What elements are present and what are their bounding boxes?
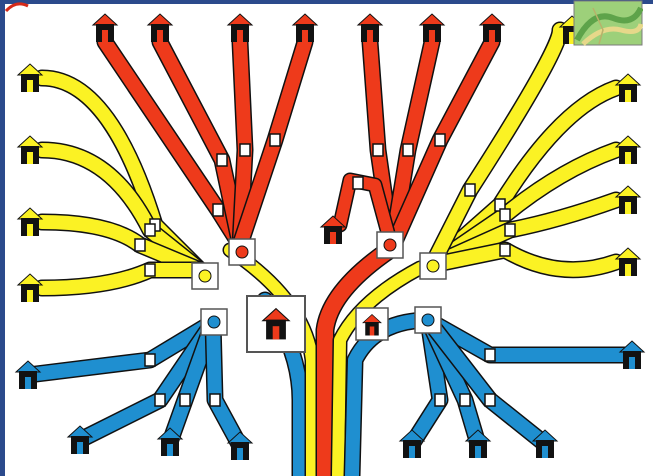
house-icon — [148, 14, 172, 42]
meter-box-icon — [217, 154, 227, 166]
meter-box-icon — [145, 354, 155, 366]
meter-box-icon — [435, 394, 445, 406]
junction-box-icon — [229, 239, 255, 265]
house-icon — [18, 208, 42, 236]
house-icon — [616, 248, 640, 276]
meter-box-icon — [500, 209, 510, 221]
junction-box-icon — [377, 232, 403, 258]
meter-box-icon — [460, 394, 470, 406]
meter-box-icon — [213, 204, 223, 216]
meter-box-icon — [435, 134, 445, 146]
meter-box-icon — [155, 394, 165, 406]
junction-box-icon — [201, 309, 227, 335]
house-icon — [18, 274, 42, 302]
meter-box-icon — [210, 394, 220, 406]
house-icon — [93, 14, 117, 42]
pipe-blue — [213, 322, 240, 446]
pipe-yellow — [42, 270, 200, 288]
house-icon — [620, 341, 644, 369]
meter-box-icon — [485, 349, 495, 361]
junction-box-icon — [192, 263, 218, 289]
house-icon — [420, 14, 444, 42]
map-thumbnail — [573, 0, 643, 46]
meter-box-icon — [373, 144, 383, 156]
meter-box-icon — [145, 264, 155, 276]
meter-box-icon — [500, 244, 510, 256]
meter-box-icon — [270, 134, 280, 146]
meter-box-icon — [353, 177, 363, 189]
meter-box-icon — [465, 184, 475, 196]
meter-box-icon — [505, 224, 515, 236]
meter-box-icon — [180, 394, 190, 406]
house-icon — [480, 14, 504, 42]
junction-box-icon — [420, 253, 446, 279]
house-icon — [616, 186, 640, 214]
meter-box-icon — [145, 224, 155, 236]
house-icon — [358, 14, 382, 42]
house-icon — [293, 14, 317, 42]
house-icon — [616, 136, 640, 164]
pipe-yellow — [432, 250, 616, 270]
meter-box-icon — [403, 144, 413, 156]
house-icon — [18, 64, 42, 92]
house-icon — [228, 14, 252, 42]
house-icon — [18, 136, 42, 164]
meter-box-icon — [135, 239, 145, 251]
meter-box-icon — [240, 144, 250, 156]
junction-box-icon — [415, 307, 441, 333]
meter-box-icon — [485, 394, 495, 406]
house-icon — [616, 74, 640, 102]
house-icon — [16, 361, 40, 389]
